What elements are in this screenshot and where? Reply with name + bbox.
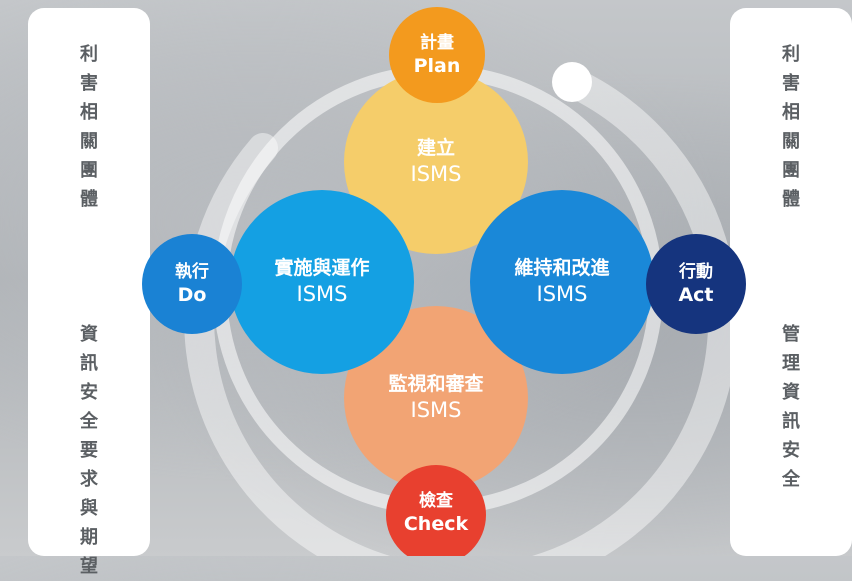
vertical-char: 安 bbox=[80, 382, 98, 403]
phase-do-label: 執行 Do bbox=[142, 234, 242, 334]
stage-establish-circle bbox=[344, 70, 528, 254]
cycle-start-dot bbox=[552, 62, 592, 102]
vertical-char: 要 bbox=[80, 440, 98, 461]
vertical-char: 資 bbox=[80, 324, 98, 345]
vertical-char: 期 bbox=[80, 527, 98, 548]
phase-act-zh: 行動 bbox=[679, 262, 713, 282]
vertical-char: 體 bbox=[80, 189, 98, 210]
phase-check-circle bbox=[386, 465, 486, 556]
stage-maintain-circle bbox=[470, 190, 654, 374]
vertical-char: 利 bbox=[782, 44, 800, 65]
phase-act-en: Act bbox=[678, 284, 714, 306]
vertical-char: 訊 bbox=[80, 353, 98, 374]
stage-implement-zh: 實施與運作 bbox=[274, 257, 370, 279]
vertical-char: 害 bbox=[782, 73, 800, 94]
phase-check-zh: 檢查 bbox=[419, 491, 453, 511]
left-panel-top-text: 利害相關團體 bbox=[28, 40, 150, 214]
phase-do-zh: 執行 bbox=[175, 262, 209, 282]
vertical-char: 訊 bbox=[782, 411, 800, 432]
vertical-char: 體 bbox=[782, 189, 800, 210]
left-panel: 利害相關團體 資訊安全要求與期望 bbox=[28, 8, 150, 577]
pdca-diagram bbox=[142, 7, 746, 556]
outer-cycle-ring bbox=[184, 67, 739, 556]
vertical-char: 害 bbox=[80, 73, 98, 94]
vertical-char: 安 bbox=[782, 440, 800, 461]
phase-plan-circle bbox=[389, 7, 485, 103]
vertical-char: 關 bbox=[80, 131, 98, 152]
stage-implement-label: 實施與運作 ISMS bbox=[230, 190, 414, 374]
stage-maintain-label: 維持和改進 ISMS bbox=[470, 190, 654, 374]
vertical-char: 全 bbox=[80, 411, 98, 432]
vertical-char: 關 bbox=[782, 131, 800, 152]
phase-check-label: 檢查 Check bbox=[386, 468, 486, 558]
vertical-char: 利 bbox=[80, 44, 98, 65]
stage-monitor-en: ISMS bbox=[410, 398, 462, 422]
vertical-char: 團 bbox=[782, 160, 800, 181]
stage-monitor-circle bbox=[344, 306, 528, 490]
stage-maintain-zh: 維持和改進 bbox=[514, 257, 610, 279]
vertical-char: 相 bbox=[80, 102, 98, 123]
vertical-char: 資 bbox=[782, 382, 800, 403]
right-panel: 利害相關團體 管理資訊安全 bbox=[730, 8, 852, 556]
stage-monitor-label: 監視和審查 ISMS bbox=[344, 306, 528, 490]
phase-do-en: Do bbox=[177, 284, 207, 306]
phase-plan-label: 計畫 Plan bbox=[389, 7, 485, 103]
vertical-char: 全 bbox=[782, 469, 800, 490]
phase-plan-en: Plan bbox=[413, 55, 461, 77]
vertical-char: 相 bbox=[782, 102, 800, 123]
phase-act-circle bbox=[646, 234, 746, 334]
phase-check-en: Check bbox=[403, 513, 469, 535]
phase-plan-zh: 計畫 bbox=[420, 33, 454, 53]
stage-implement-circle bbox=[230, 190, 414, 374]
stage-establish-label: 建立 ISMS bbox=[344, 70, 528, 254]
vertical-char: 與 bbox=[80, 498, 98, 519]
stage-establish-en: ISMS bbox=[410, 162, 462, 186]
left-panel-bottom-text: 資訊安全要求與期望 bbox=[28, 320, 150, 581]
right-panel-bottom-text: 管理資訊安全 bbox=[730, 320, 852, 494]
phase-act-label: 行動 Act bbox=[646, 234, 746, 334]
phase-do-circle bbox=[142, 234, 242, 334]
vertical-char: 理 bbox=[782, 353, 800, 374]
vertical-char: 管 bbox=[782, 324, 800, 345]
vertical-char: 望 bbox=[80, 556, 98, 577]
stage-maintain-en: ISMS bbox=[536, 282, 588, 306]
stage-implement-en: ISMS bbox=[296, 282, 348, 306]
stage-establish-zh: 建立 bbox=[416, 137, 455, 159]
vertical-char: 團 bbox=[80, 160, 98, 181]
right-panel-top-text: 利害相關團體 bbox=[730, 40, 852, 214]
vertical-char: 求 bbox=[80, 469, 98, 490]
stage-monitor-zh: 監視和審查 bbox=[388, 373, 484, 395]
